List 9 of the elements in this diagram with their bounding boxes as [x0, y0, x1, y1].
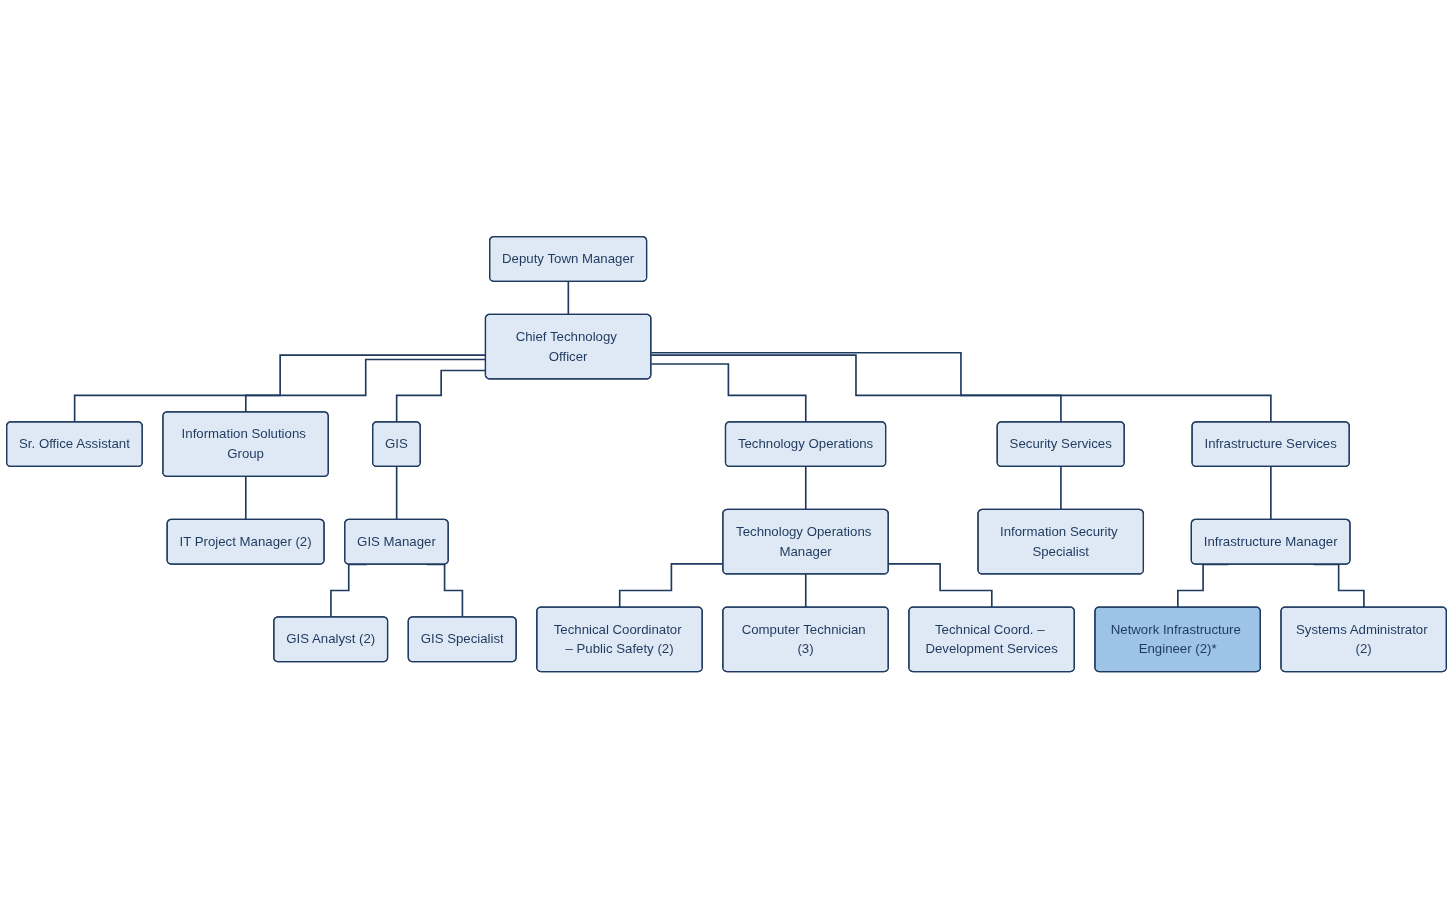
connector: [1270, 466, 1272, 521]
connector: [650, 363, 807, 423]
connector: [650, 354, 1062, 423]
connector: [395, 466, 398, 521]
connector: [567, 280, 570, 316]
connector: [244, 475, 247, 521]
connector: [1060, 466, 1062, 511]
connector: [804, 466, 807, 511]
connector: [650, 351, 1272, 423]
